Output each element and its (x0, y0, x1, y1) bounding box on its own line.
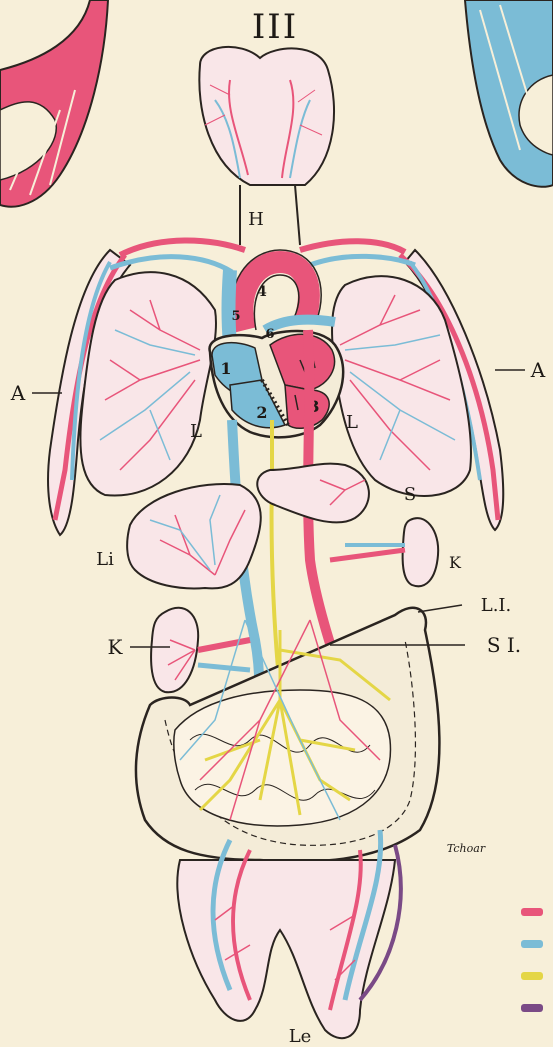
label-large-intestine: L.I. (481, 595, 512, 616)
kidney-right (330, 518, 438, 586)
label-stomach: S (404, 484, 416, 505)
legend-swatch-portal (521, 1004, 543, 1012)
legend-swatch-artery (521, 908, 543, 916)
corner-fragment-right (465, 0, 553, 187)
label-head: H (248, 209, 264, 230)
label-kidney-right: K (449, 553, 462, 572)
label-lung-left: L (190, 421, 202, 442)
label-kidney-left: K (108, 635, 124, 659)
artist-signature: Tchoar (447, 842, 486, 855)
subclavian-artery (120, 240, 405, 255)
heart-chamber-1: 1 (220, 359, 231, 378)
stomach (257, 464, 369, 523)
label-liver: Li (96, 549, 114, 570)
kidney-left (151, 608, 250, 692)
corner-fragment-left (0, 0, 108, 207)
heart-chamber-4: 4 (257, 284, 267, 300)
label-small-intestine: S I. (487, 633, 521, 657)
liver (127, 484, 261, 588)
lung-left (80, 272, 216, 495)
heart-chamber-2: 2 (256, 403, 267, 422)
label-legs: Le (289, 1026, 312, 1047)
label-lung-right: L (346, 412, 358, 433)
head (199, 47, 334, 185)
label-arm-left: A (10, 381, 26, 405)
color-legend (521, 908, 543, 1036)
label-arm-right: A (530, 358, 546, 382)
legend-swatch-nerve (521, 972, 543, 980)
large-intestine-label-line (418, 605, 462, 612)
superior-vena-cava (229, 270, 231, 345)
heart-chamber-6: 6 (265, 327, 274, 342)
legs (177, 830, 400, 1038)
plate-numeral: III (252, 7, 298, 47)
pulmonary-artery (265, 320, 335, 330)
legend-swatch-vein (521, 940, 543, 948)
heart-chamber-5: 5 (231, 309, 240, 324)
